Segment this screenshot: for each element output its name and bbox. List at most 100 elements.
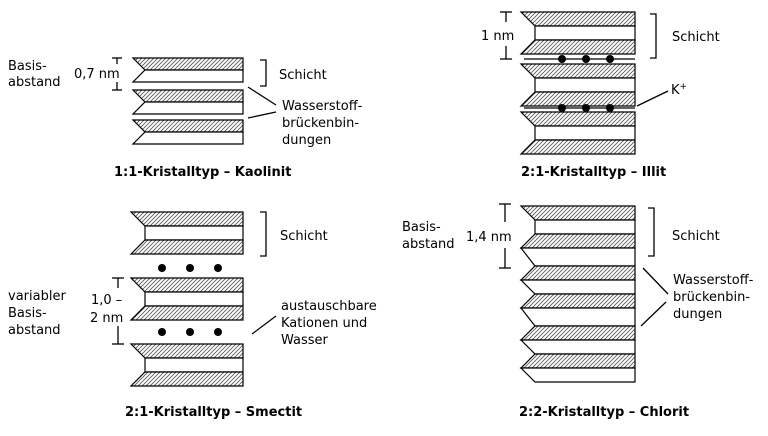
- illit-ion-pointer: [636, 90, 669, 107]
- kaolinit-octahedral-sheet-3: [131, 131, 244, 145]
- smectit-cation: [214, 264, 222, 272]
- illit-layer-label: Schicht: [672, 30, 720, 45]
- chlorit-tetrahedral-sheet-3: [519, 265, 636, 281]
- illit-tetrahedral-sheet-4: [519, 91, 636, 107]
- smectit-cation: [186, 328, 194, 336]
- smectit-exchange-pointer: [251, 315, 277, 335]
- chlorit-basis-label-line-2: abstand: [402, 237, 455, 252]
- smectit-octahedral-sheet-1: [144, 225, 244, 241]
- illit-potassium-ion: [606, 104, 614, 112]
- chlorit-bond-pointer-2: [640, 301, 667, 327]
- chlorit-layer-bracket: [648, 207, 655, 257]
- illit-tetrahedral-sheet-2: [519, 39, 636, 55]
- illit-ion-label: K+: [671, 82, 687, 98]
- panel-chlorit: 1,4 nm Basis- abstand Schicht Wasserstof…: [402, 203, 754, 420]
- smectit-stack: [129, 211, 244, 387]
- chlorit-bond-label-line-1: Wasserstoff-: [673, 273, 754, 288]
- smectit-interlayer-cations-1: [158, 264, 222, 272]
- illit-potassium-ion: [558, 55, 566, 63]
- illit-interlayer-1: [524, 55, 635, 63]
- chlorit-tetrahedral-sheet-6: [519, 353, 636, 369]
- smectit-octahedral-sheet-3: [144, 357, 244, 373]
- kaolinit-tetrahedral-sheet-3: [131, 119, 244, 133]
- chlorit-brucite-sheet-3: [519, 367, 636, 383]
- panel-smectit: 1,0 – 2 nm variabler Basis- abstand Schi…: [8, 211, 377, 420]
- chlorit-octahedral-sheet-3: [519, 339, 636, 355]
- kaolinit-tetrahedral-sheet-1: [131, 57, 244, 71]
- smectit-cation: [158, 328, 166, 336]
- kaolinit-bond-label-line-1: Wasserstoff-: [282, 99, 363, 114]
- chlorit-bond-label-line-2: brückenbin-: [673, 290, 750, 305]
- chlorit-caption: 2:2-Kristalltyp – Chlorit: [519, 405, 689, 420]
- kaolinit-bond-pointer-2: [247, 111, 277, 119]
- illit-stack: [519, 11, 636, 155]
- illit-tetrahedral-sheet-5: [519, 111, 636, 127]
- kaolinit-octahedral-sheet-1: [131, 69, 244, 83]
- illit-octahedral-sheet-3: [534, 125, 636, 141]
- chlorit-octahedral-sheet-2: [519, 279, 636, 295]
- illit-layer-bracket: [650, 13, 657, 59]
- kaolinit-distance-marker: [112, 57, 122, 91]
- smectit-basis-label-line-1: variabler: [8, 289, 66, 304]
- smectit-exchange-label-line-2: Kationen und: [281, 316, 367, 331]
- kaolinit-bond-label-line-3: dungen: [282, 133, 331, 148]
- chlorit-stack: [519, 205, 636, 383]
- smectit-layer-bracket: [260, 211, 267, 257]
- smectit-tetrahedral-sheet-3: [129, 277, 244, 293]
- illit-potassium-ion: [582, 104, 590, 112]
- illit-octahedral-sheet-2: [534, 77, 636, 93]
- smectit-cation: [214, 328, 222, 336]
- chlorit-distance-value: 1,4 nm: [466, 230, 512, 245]
- illit-tetrahedral-sheet-3: [519, 63, 636, 79]
- panel-kaolinit: Basis- abstand 0,7 nm Schicht Wasserstof…: [8, 57, 363, 180]
- illit-potassium-ion: [582, 55, 590, 63]
- kaolinit-layer-bracket: [260, 59, 267, 87]
- illit-potassium-ion: [558, 104, 566, 112]
- smectit-interlayer-cations-2: [158, 328, 222, 336]
- chlorit-octahedral-sheet-1: [534, 219, 636, 235]
- smectit-tetrahedral-sheet-4: [129, 305, 244, 321]
- smectit-tetrahedral-sheet-5: [129, 343, 244, 359]
- illit-caption: 2:1-Kristalltyp – Illit: [521, 165, 666, 180]
- smectit-cation: [186, 264, 194, 272]
- smectit-layer-label: Schicht: [280, 229, 328, 244]
- smectit-cation: [158, 264, 166, 272]
- smectit-caption: 2:1-Kristalltyp – Smectit: [125, 405, 302, 420]
- kaolinit-distance-value: 0,7 nm: [74, 67, 120, 82]
- illit-tetrahedral-sheet-6: [519, 139, 636, 155]
- kaolinit-tetrahedral-sheet-2: [131, 89, 244, 103]
- kaolinit-layer-label: Schicht: [279, 68, 327, 83]
- smectit-tetrahedral-sheet-2: [129, 239, 244, 255]
- chlorit-brucite-sheet-2: [519, 307, 636, 327]
- smectit-distance-value-line-1: 1,0 –: [91, 293, 122, 308]
- chlorit-tetrahedral-sheet-1: [519, 205, 636, 221]
- smectit-distance-value-line-2: 2 nm: [90, 311, 123, 326]
- chlorit-bond-pointer-1: [642, 267, 669, 295]
- smectit-distance-marker: [112, 277, 124, 345]
- kaolinit-basis-label-line-2: abstand: [8, 75, 61, 90]
- kaolinit-bond-pointer-1: [247, 86, 277, 106]
- illit-tetrahedral-sheet-1: [519, 11, 636, 27]
- smectit-basis-label-line-3: abstand: [8, 323, 61, 338]
- smectit-basis-label-line-2: Basis-: [8, 306, 47, 321]
- illit-distance-value: 1 nm: [481, 29, 514, 44]
- smectit-tetrahedral-sheet-6: [129, 371, 244, 387]
- kaolinit-bond-label-line-2: brückenbin-: [282, 116, 359, 131]
- kaolinit-octahedral-sheet-2: [131, 101, 244, 115]
- smectit-exchange-label-line-1: austauschbare: [281, 299, 377, 314]
- chlorit-brucite-sheet-1: [519, 247, 636, 267]
- kaolinit-basis-label-line-1: Basis-: [8, 59, 47, 74]
- chlorit-basis-label-line-1: Basis-: [402, 220, 441, 235]
- kaolinit-stack: [131, 57, 244, 145]
- smectit-octahedral-sheet-2: [144, 291, 244, 307]
- chlorit-distance-marker: [499, 203, 511, 269]
- illit-potassium-ion: [606, 55, 614, 63]
- chlorit-tetrahedral-sheet-5: [519, 325, 636, 341]
- chlorit-bond-label-line-3: dungen: [673, 307, 722, 322]
- kaolinit-caption: 1:1-Kristalltyp – Kaolinit: [114, 165, 291, 180]
- smectit-exchange-label-line-3: Wasser: [281, 333, 329, 348]
- chlorit-tetrahedral-sheet-2: [519, 233, 636, 249]
- chlorit-tetrahedral-sheet-4: [519, 293, 636, 309]
- chlorit-layer-label: Schicht: [672, 229, 720, 244]
